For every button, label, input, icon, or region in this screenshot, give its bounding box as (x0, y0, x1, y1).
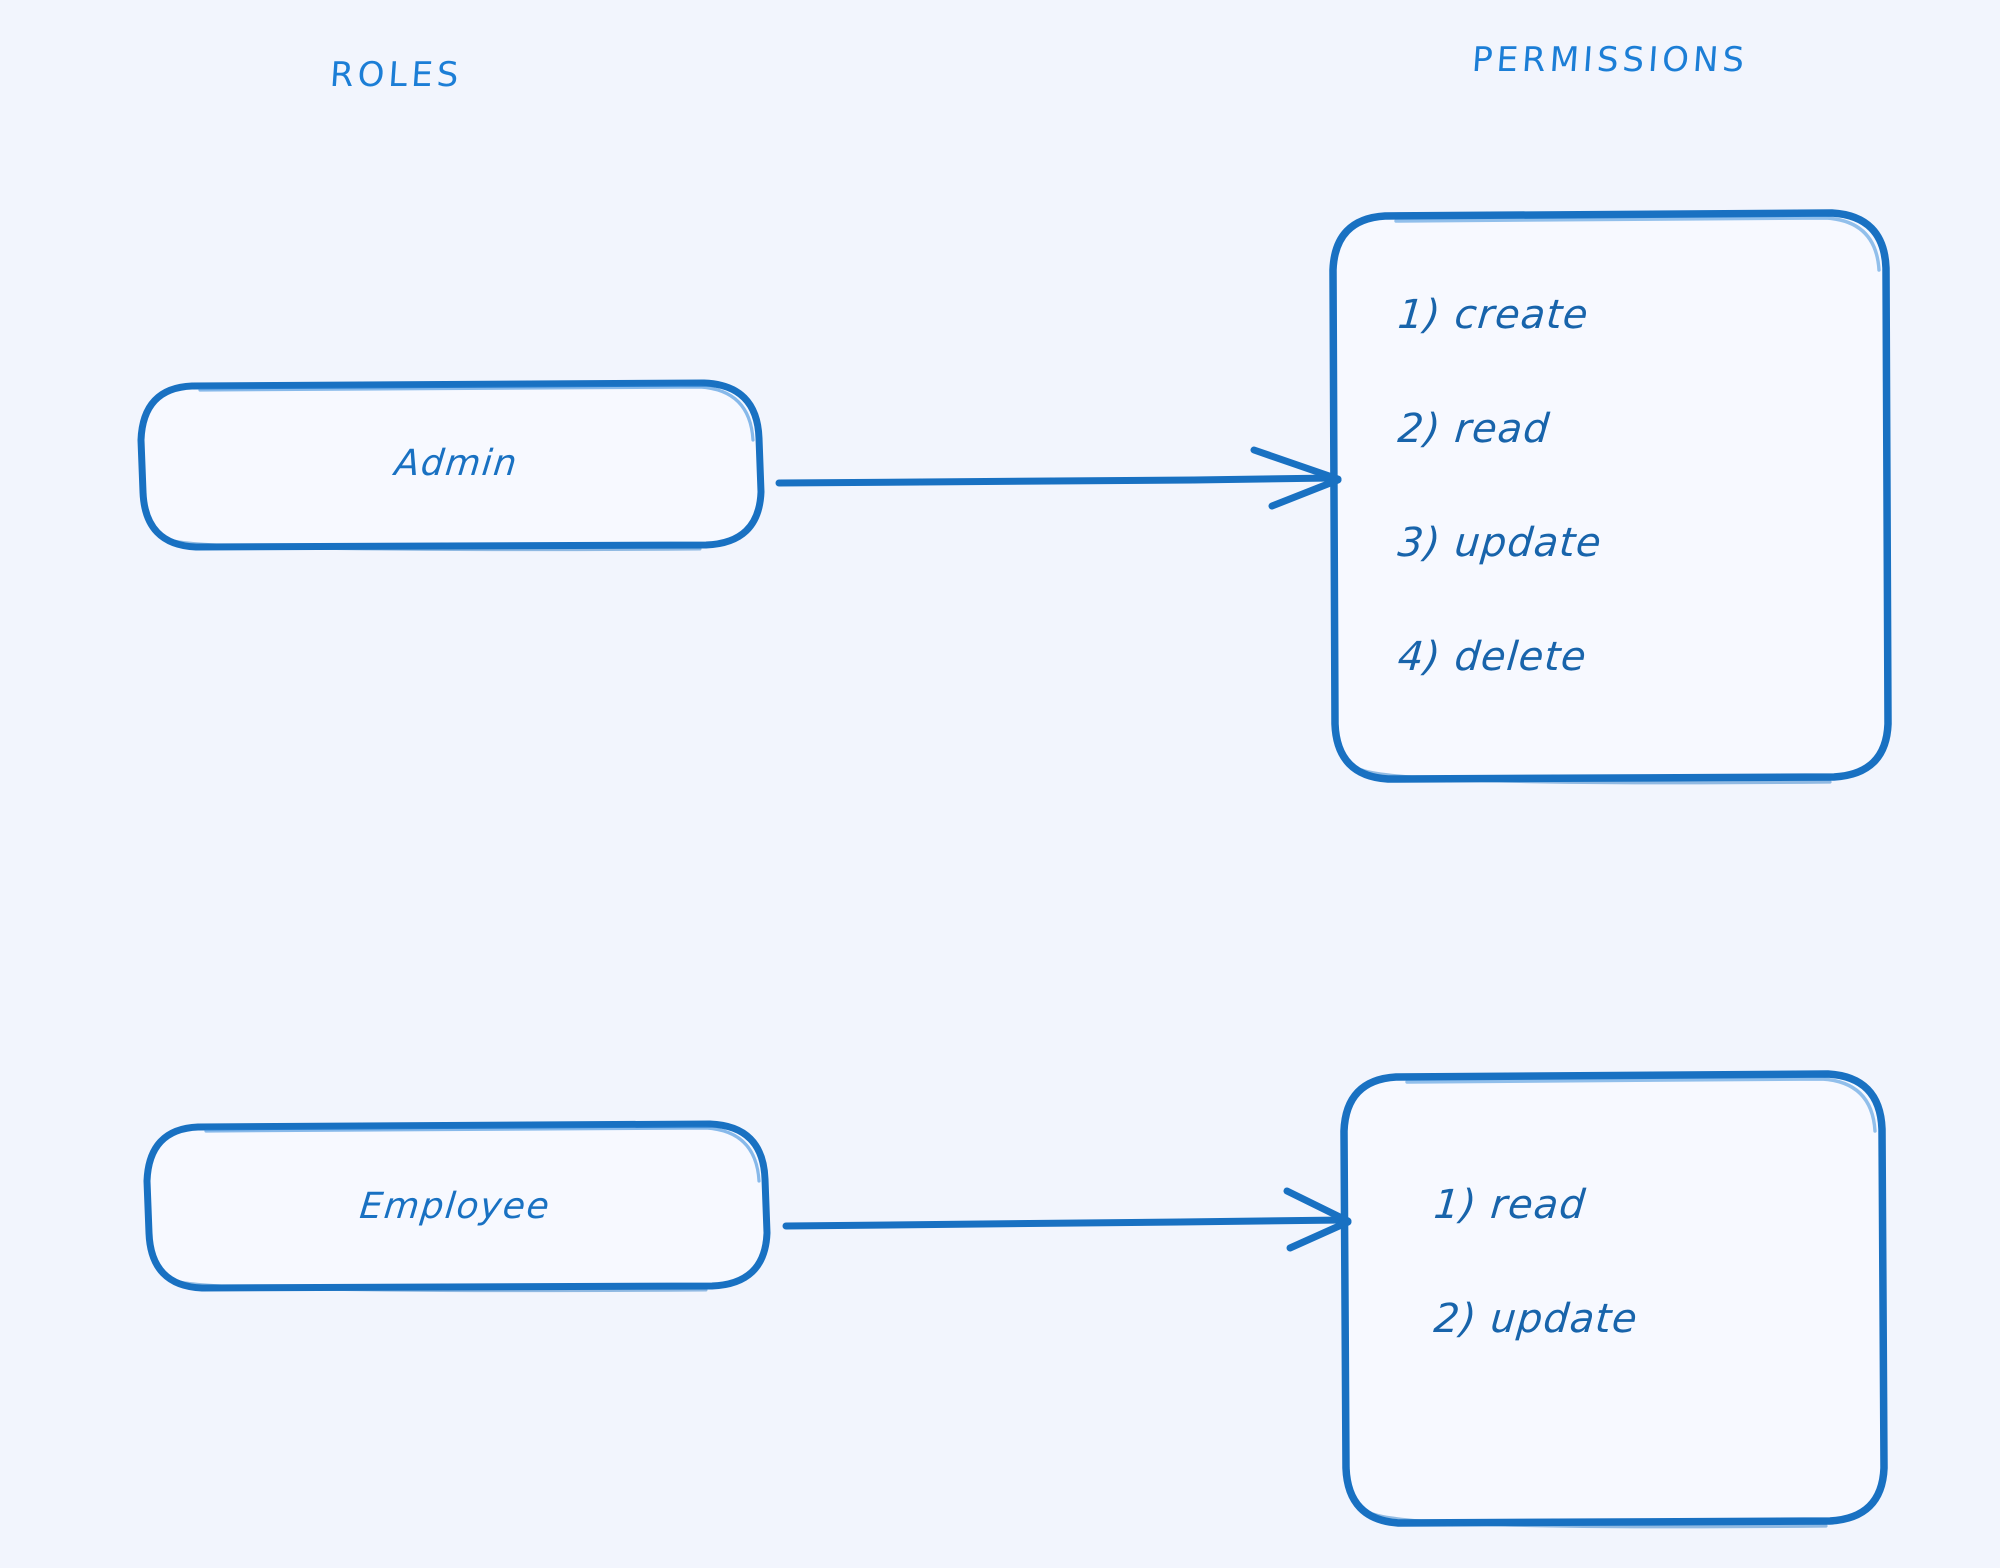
role-box-admin[interactable] (137, 379, 765, 552)
permissions-box-employee[interactable] (1340, 1070, 1888, 1529)
role-box-employee[interactable] (143, 1120, 771, 1293)
connector-employee-to-permissions[interactable] (782, 1187, 1352, 1252)
permission-item-employee-2: 2) update (1431, 1296, 1640, 1342)
permission-item-admin-3: 3) update (1395, 520, 1604, 566)
connector-admin-to-permissions[interactable] (775, 446, 1342, 510)
role-label-employee: Employee (357, 1186, 553, 1227)
permission-item-employee-1: 1) read (1431, 1182, 1588, 1228)
permission-item-admin-1: 1) create (1395, 292, 1591, 338)
role-label-admin: Admin (392, 443, 521, 484)
permission-item-admin-2: 2) read (1395, 406, 1552, 452)
permission-item-admin-4: 4) delete (1395, 634, 1589, 680)
permissions-box-admin[interactable] (1329, 209, 1892, 785)
